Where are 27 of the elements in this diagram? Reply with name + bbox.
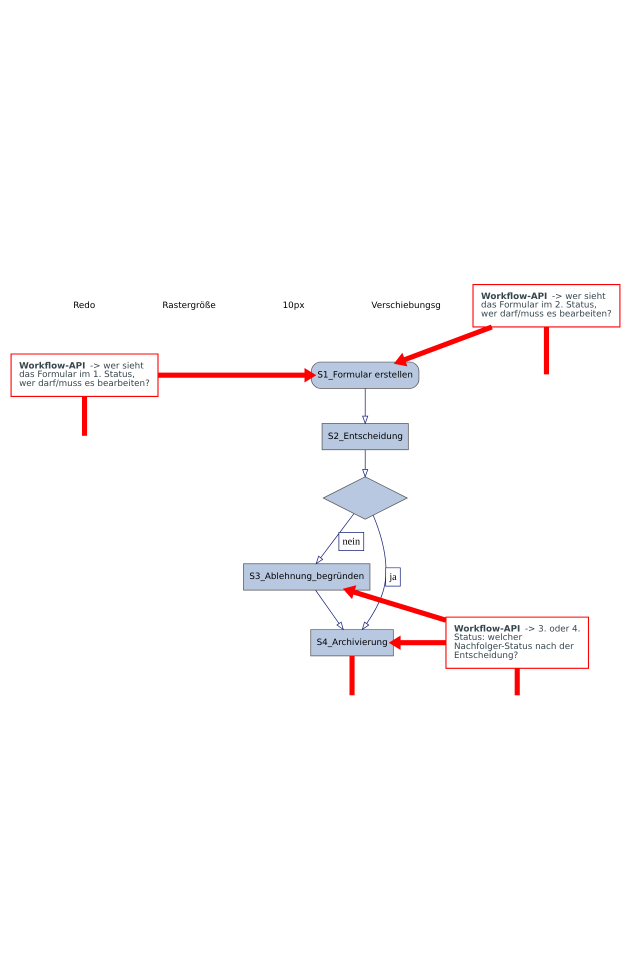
label: 10px	[282, 300, 305, 311]
label: Redo	[73, 300, 96, 311]
node-diamond	[322, 476, 408, 520]
label: Rastergröße	[162, 300, 216, 311]
node-box: Workflow-API -> 3. oder 4. Status: welcher Nachfolger-Status nach der Entscheidung?	[445, 616, 590, 668]
node-box: S3_Ablehnung_begründen	[243, 562, 370, 590]
label: Verschiebungsg	[371, 300, 441, 311]
arrow	[388, 634, 446, 650]
connector	[514, 668, 520, 695]
edge-label: ja	[389, 572, 397, 583]
arrow	[158, 367, 316, 382]
connector	[349, 656, 355, 695]
arrow	[362, 514, 386, 630]
node-box: Workflow-API -> wer sieht das Formular im 2. Status, wer darf/muss es bearbeiten?	[472, 284, 620, 328]
arrow	[315, 590, 344, 630]
arrow	[342, 584, 447, 622]
node-box: S2_Entscheidung	[322, 422, 409, 450]
arrow	[362, 388, 368, 424]
node-box: S4_Archivierung	[310, 628, 394, 656]
node-box: Workflow-API -> wer sieht das Formular im 1. Status, wer darf/muss es bearbeiten?	[10, 352, 159, 396]
arrow	[316, 512, 354, 564]
edge-label: nein	[342, 536, 360, 548]
connector	[82, 396, 88, 436]
node-box: S1_Formular erstellen	[311, 361, 420, 388]
arrow	[362, 449, 368, 478]
arrow	[394, 324, 493, 366]
connector	[544, 326, 550, 374]
